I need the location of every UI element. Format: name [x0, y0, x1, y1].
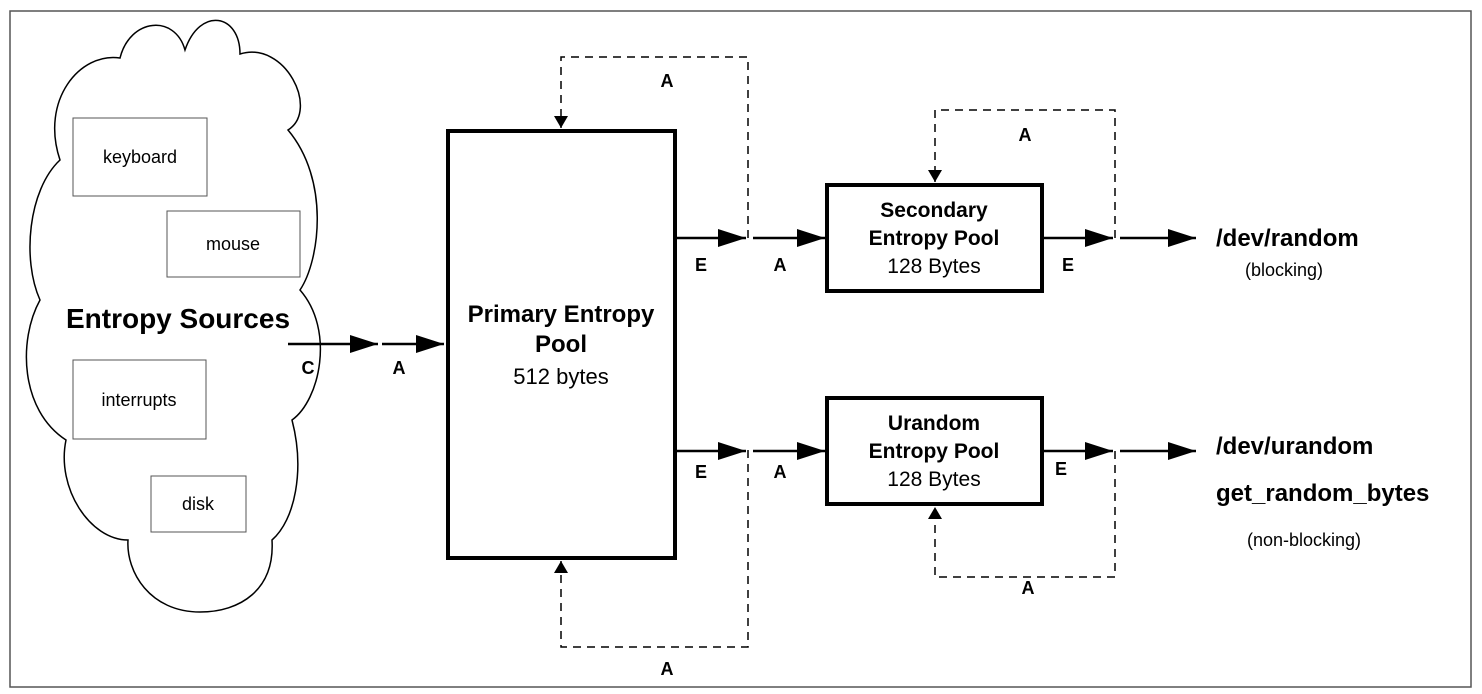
output-get-random-bytes: get_random_bytes	[1216, 480, 1429, 507]
label-extract-urandom: E	[1055, 459, 1067, 479]
label-extract-secondary: E	[1062, 255, 1074, 275]
label-collect: C	[302, 358, 315, 378]
primary-top-feedback	[554, 56, 749, 238]
diagram-frame	[9, 10, 1472, 688]
secondary-pool-size: 128 Bytes	[887, 255, 980, 278]
output-dev-urandom: /dev/urandom	[1216, 433, 1373, 460]
primary-pool-name-line1: Primary Entropy	[468, 301, 655, 328]
primary-pool-name-line2: Pool	[535, 331, 587, 358]
label-add-secondary-loop: A	[1019, 125, 1032, 145]
secondary-pool-name-line2: Entropy Pool	[869, 227, 1000, 250]
label-add-secondary: A	[774, 255, 787, 275]
urandom-pool-name-line1: Urandom	[888, 412, 980, 435]
label-add-primary-top: A	[661, 71, 674, 91]
label-extract-primary-urandom: E	[695, 462, 707, 482]
primary-entropy-pool: Primary Entropy Pool 512 bytes	[446, 129, 677, 560]
source-disk: disk	[150, 475, 247, 533]
label-add-urandom: A	[774, 462, 787, 482]
label-add-urandom-loop: A	[1022, 578, 1035, 598]
urandom-pool-size: 128 Bytes	[887, 468, 980, 491]
output-random-note: (blocking)	[1245, 260, 1323, 280]
entropy-sources-title: Entropy Sources	[66, 303, 290, 334]
source-mouse: mouse	[166, 210, 301, 278]
output-dev-random: /dev/random	[1216, 225, 1359, 252]
primary-bottom-feedback	[554, 450, 749, 648]
urandom-pool-name-line2: Entropy Pool	[869, 440, 1000, 463]
source-mouse-label: mouse	[206, 234, 260, 254]
urandom-feedback	[928, 451, 1116, 578]
label-add-primary-bottom: A	[661, 659, 674, 679]
primary-pool-size: 512 bytes	[513, 364, 608, 389]
source-disk-label: disk	[182, 494, 215, 514]
secondary-feedback	[928, 109, 1116, 238]
source-interrupts-label: interrupts	[101, 390, 176, 410]
secondary-pool-name-line1: Secondary	[880, 199, 988, 222]
secondary-entropy-pool: Secondary Entropy Pool 128 Bytes	[825, 183, 1044, 293]
label-extract-primary-secondary: E	[695, 255, 707, 275]
label-add-primary: A	[393, 358, 406, 378]
source-interrupts: interrupts	[72, 359, 207, 440]
urandom-entropy-pool: Urandom Entropy Pool 128 Bytes	[825, 396, 1044, 506]
output-urandom-note: (non-blocking)	[1247, 530, 1361, 550]
source-keyboard-label: keyboard	[103, 147, 177, 167]
source-keyboard: keyboard	[72, 117, 208, 197]
